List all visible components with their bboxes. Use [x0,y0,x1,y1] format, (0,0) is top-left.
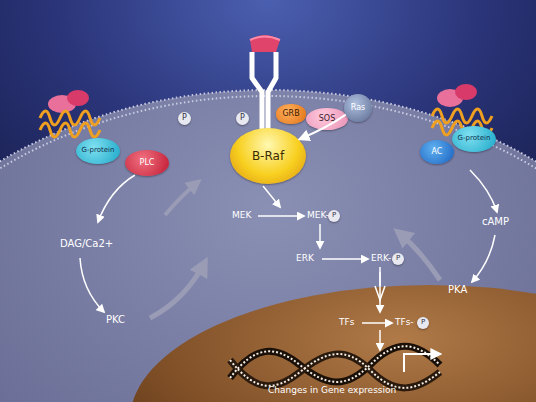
node-text: B-Raf [252,150,284,163]
g-protein: G-protein [452,126,496,152]
adenylyl-cyclase: AC [420,140,454,164]
kinase-name: MEK [232,210,251,220]
second-messenger: cAMP [482,216,509,227]
node-text: PLC [140,159,155,167]
braf-kinase: B-Raf [230,128,306,184]
node-text: AC [432,148,443,156]
ras-protein: Ras [344,94,372,122]
kinase-name: PKA [448,284,467,295]
factor-name: TFs [339,317,354,327]
node-text: P [240,114,245,122]
node-text: Ras [351,104,365,112]
node-text: P [396,255,400,262]
factor-name: TFs- [395,317,414,327]
kinase-name: PKC [106,314,125,325]
node-text: P [332,212,336,219]
kinase-name: ERK [296,253,314,263]
outcome-caption: Changes in Gene expression [268,385,396,395]
sos-protein: SOS [306,108,348,130]
kinase-name: ERK- [371,253,391,263]
kinase-name: MEK- [307,210,329,220]
g-protein: G-protein [76,138,120,164]
second-messenger: DAG/Ca2+ [60,238,113,249]
node-text: SOS [319,115,335,123]
phosphate: P [236,112,249,125]
node-text: GRB [282,110,299,118]
grb-protein: GRB [276,104,306,124]
plc-enzyme: PLC [125,150,169,176]
node-text: G-protein [82,147,115,154]
phosphate: P [328,210,340,222]
phosphate: P [178,112,191,125]
signal-arrow [299,115,346,140]
phosphate: P [417,317,429,329]
phosphate: P [392,253,404,265]
node-text: P [182,114,187,122]
node-text: G-protein [458,135,491,142]
node-text: P [421,319,425,326]
